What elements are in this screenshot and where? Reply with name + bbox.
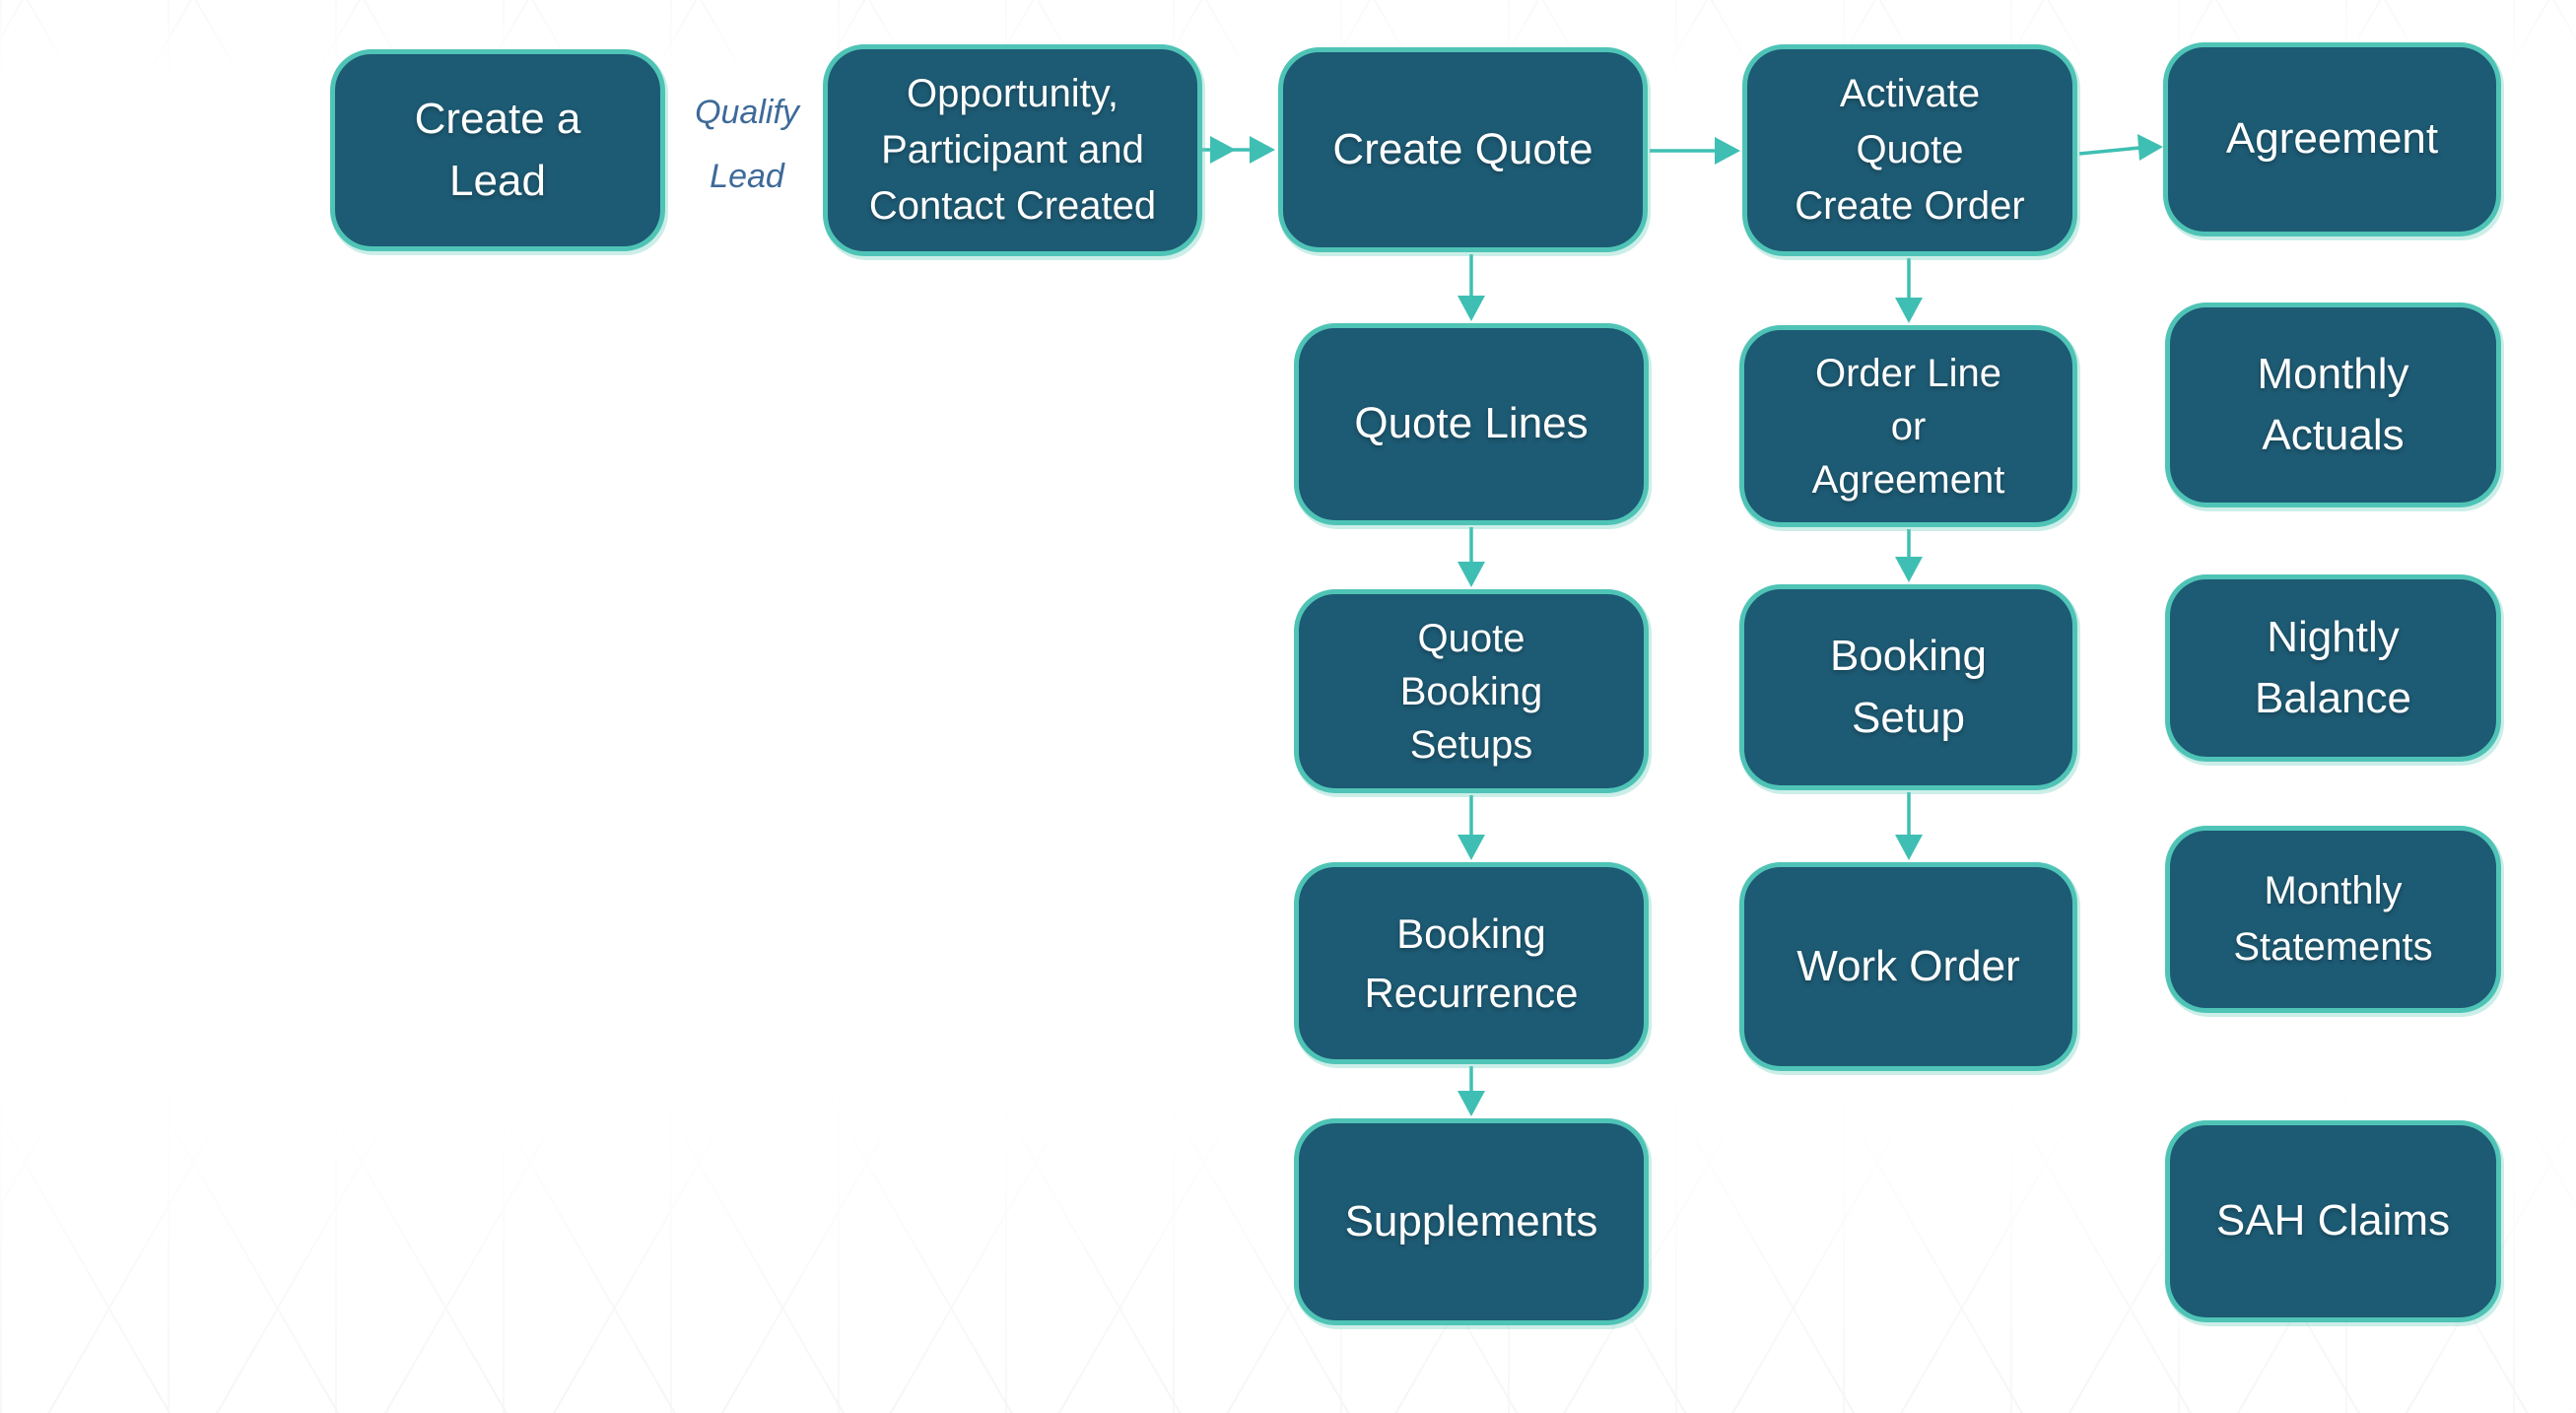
node-supplements-label: Supplements — [1344, 1196, 1598, 1245]
arrow-booking-setup-to-work-order — [1895, 792, 1923, 860]
arrow-quote-lines-to-quote-booking-setups — [1457, 527, 1485, 587]
node-booking-setup: Booking Setup — [1739, 584, 2077, 790]
node-create-a-lead-label: Create a Lead — [414, 95, 581, 205]
node-order-line-or-agreement: Order Line or Agreement — [1739, 325, 2077, 527]
node-agreement-label: Agreement — [2225, 114, 2439, 164]
edge-label-qualify-lead: Qualify Lead — [695, 94, 799, 195]
node-create-a-lead: Create a Lead — [330, 49, 665, 251]
node-quote-lines-label: Quote Lines — [1354, 399, 1589, 448]
arrow-order-line-to-booking-setup — [1895, 529, 1923, 582]
node-sah-claims-label: SAH Claims — [2215, 1196, 2451, 1245]
node-quote-booking-setups: Quote Booking Setups — [1294, 589, 1649, 793]
node-monthly-actuals: Monthly Actuals — [2165, 303, 2501, 507]
arrow-create-quote-to-quote-lines — [1457, 254, 1485, 321]
arrow-create-quote-to-activate — [1650, 137, 1740, 165]
node-nightly-balance-label: Nightly Balance — [2254, 612, 2411, 722]
arrow-quote-booking-setups-to-booking-recurrence — [1457, 795, 1485, 860]
node-opportunity-participant-contact: Opportunity, Participant and Contact Cre… — [823, 44, 1202, 256]
arrow-booking-recurrence-to-supplements — [1457, 1066, 1485, 1116]
node-work-order-label: Work Order — [1796, 941, 2020, 990]
node-booking-setup-label: Booking Setup — [1829, 632, 1987, 742]
node-nightly-balance: Nightly Balance — [2165, 574, 2501, 762]
node-agreement: Agreement — [2163, 42, 2501, 236]
node-work-order: Work Order — [1739, 862, 2077, 1071]
arrow-activate-to-order-line — [1895, 258, 1923, 323]
node-supplements: Supplements — [1294, 1118, 1649, 1325]
node-order-line-or-agreement-label: Order Line or Agreement — [1811, 351, 2005, 502]
node-booking-recurrence-label: Booking Recurrence — [1364, 909, 1579, 1016]
node-monthly-statements-label: Monthly Statements — [2233, 869, 2433, 969]
node-quote-lines: Quote Lines — [1294, 323, 1649, 525]
node-monthly-actuals-label: Monthly Actuals — [2257, 349, 2409, 459]
node-sah-claims: SAH Claims — [2165, 1120, 2501, 1322]
node-activate-quote-create-order: Activate Quote Create Order — [1742, 44, 2077, 256]
node-create-quote: Create Quote — [1278, 47, 1648, 252]
arrow-activate-to-agreement — [2078, 134, 2163, 161]
node-create-quote-label: Create Quote — [1332, 124, 1593, 173]
node-quote-booking-setups-label: Quote Booking Setups — [1399, 616, 1543, 767]
node-monthly-statements: Monthly Statements — [2165, 826, 2501, 1013]
node-booking-recurrence: Booking Recurrence — [1294, 862, 1649, 1064]
node-activate-quote-create-order-label: Activate Quote Create Order — [1795, 72, 2025, 228]
node-opportunity-participant-contact-label: Opportunity, Participant and Contact Cre… — [868, 72, 1157, 228]
arrow-opportunity-to-create-quote — [1202, 136, 1275, 164]
